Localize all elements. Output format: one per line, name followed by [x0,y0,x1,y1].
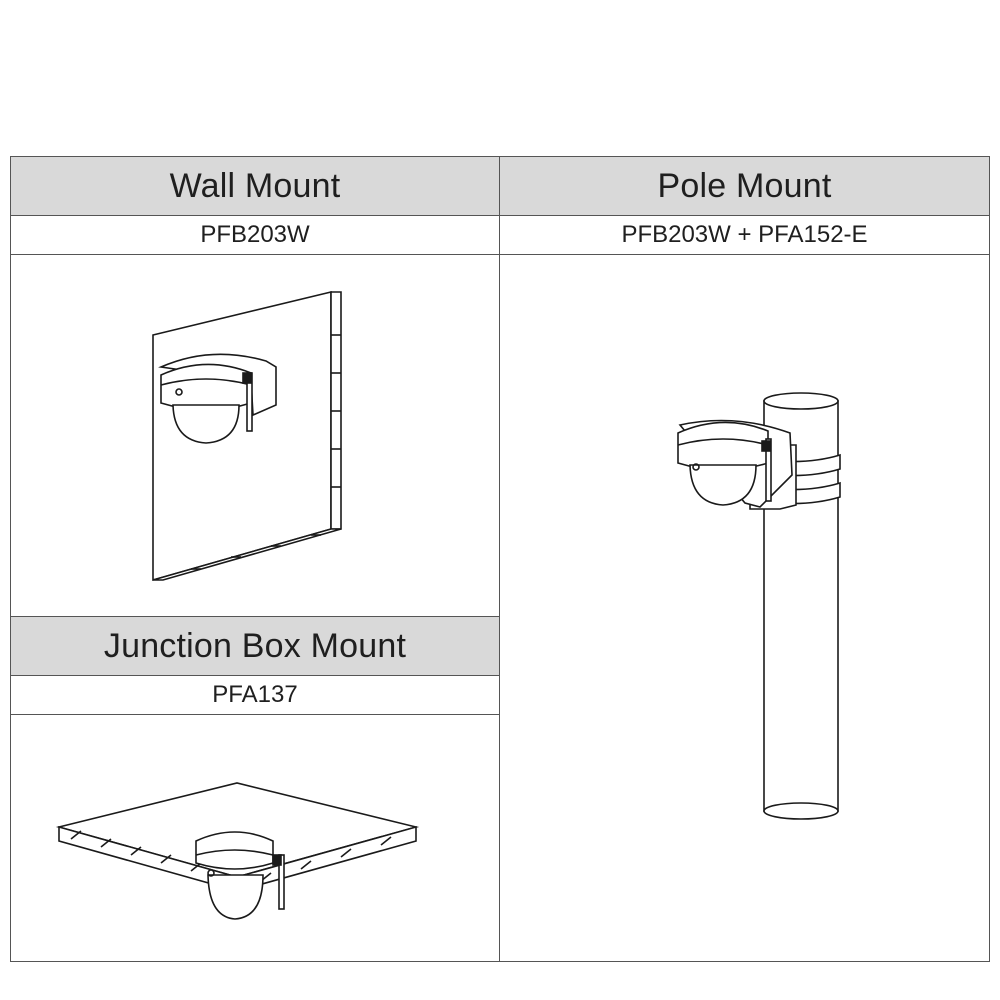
pole-mount-illustration-cell [499,254,990,962]
junction-box-mount-model: PFA137 [10,675,500,715]
wall-mount-illustration [152,290,342,582]
wall-mount-header: Wall Mount [10,156,500,216]
pole-mount-model-text: PFB203W + PFA152-E [621,221,868,248]
pole-mount-illustration [677,392,841,820]
wall-mount-model-text: PFB203W [200,221,310,248]
pole-mount-header: Pole Mount [499,156,990,216]
junction-box-mount-model-text: PFA137 [212,681,298,708]
wall-mount-model: PFB203W [10,215,500,255]
pole-mount-title: Pole Mount [657,166,832,205]
junction-box-mount-title: Junction Box Mount [103,626,407,665]
wall-mount-title: Wall Mount [169,166,341,205]
mount-table: Wall Mount Pole Mount PFB203W PFB203W + … [10,156,990,962]
wall-mount-illustration-cell [10,254,500,617]
junction-box-illustration [55,782,420,920]
junction-box-illustration-cell [10,714,500,962]
junction-box-mount-header: Junction Box Mount [10,616,500,676]
pole-mount-model: PFB203W + PFA152-E [499,215,990,255]
